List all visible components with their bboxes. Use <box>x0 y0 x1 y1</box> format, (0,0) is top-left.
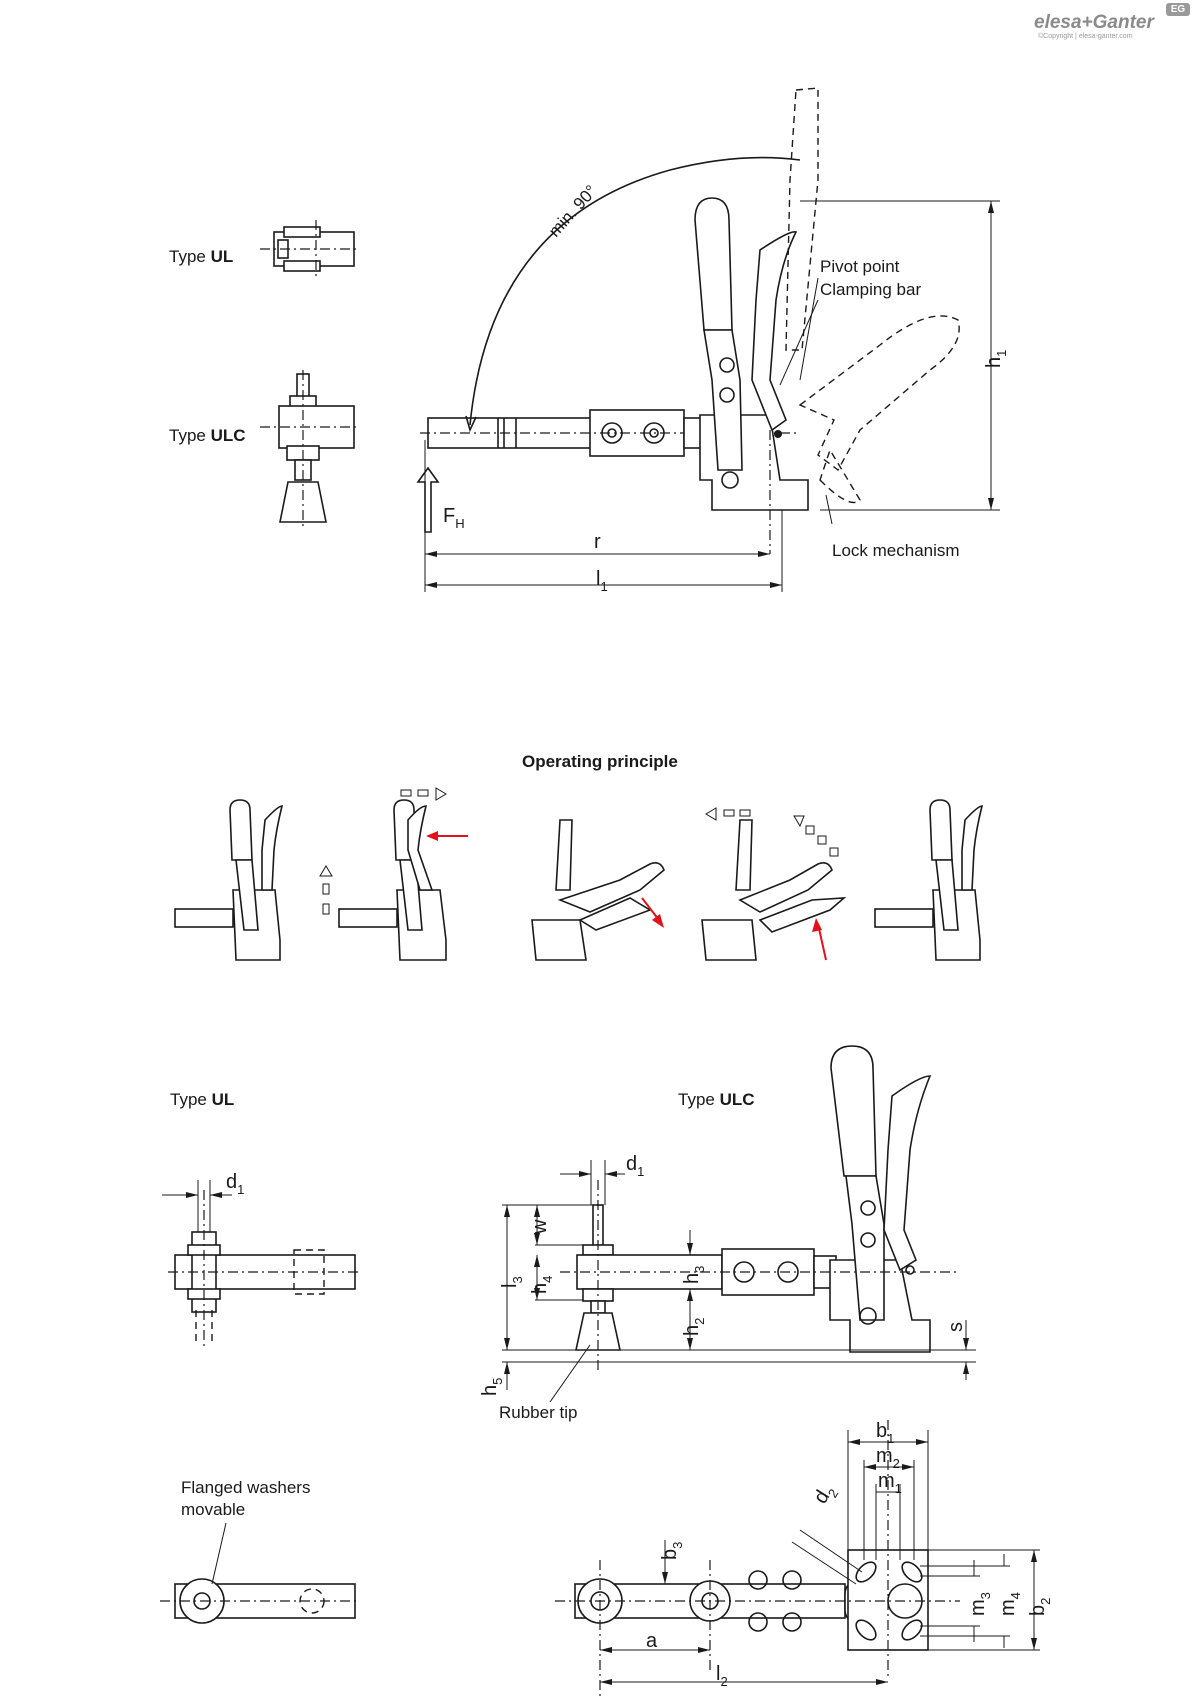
operating-principle-title: Operating principle <box>522 752 678 771</box>
op-step-4 <box>701 807 847 961</box>
w-dimension: w <box>529 1219 551 1235</box>
h1-dimension: h1 <box>983 350 1009 368</box>
ul-side-view <box>168 1190 360 1350</box>
ulc-d1-dimension: d1 <box>626 1153 644 1179</box>
m2-dimension: m2 <box>876 1445 900 1471</box>
force-arrow <box>416 466 440 533</box>
ul-top-view <box>160 1578 360 1624</box>
op-step-2 <box>319 787 468 961</box>
flanged-movable-label: movable <box>181 1500 245 1519</box>
pivot-point-label: Pivot point <box>820 257 900 276</box>
type-ulc-detail-view <box>260 370 360 530</box>
min-90-arc <box>469 156 801 426</box>
op-step-5 <box>874 799 984 961</box>
lock-mechanism-label: Lock mechanism <box>832 541 960 560</box>
op-step-3 <box>531 819 665 961</box>
fh-label: FH <box>443 505 465 531</box>
r-dimension: r <box>594 531 601 553</box>
h2-dimension: h2 <box>681 1318 707 1336</box>
rubber-tip-label: Rubber tip <box>499 1403 577 1422</box>
logo-text: elesa+Ganter <box>1034 12 1154 33</box>
clamping-bar-label: Clamping bar <box>820 280 921 299</box>
logo-copyright: ©Copyright | elesa-ganter.com <box>1038 33 1133 40</box>
ul-d1-dimension: d1 <box>226 1171 244 1197</box>
m4-dimension: m4 <box>997 1592 1023 1616</box>
l3-dimension: l3 <box>499 1276 525 1288</box>
b3-dimension: b3 <box>659 1542 685 1560</box>
h3-dimension: h3 <box>681 1266 707 1284</box>
flanged-washers-label: Flanged washers <box>181 1478 310 1497</box>
m1-dimension: m1 <box>878 1470 902 1496</box>
h5-dimension: h5 <box>479 1378 505 1396</box>
type-ul-label-bottom: Type UL <box>170 1090 234 1109</box>
eg-badge: EG <box>1166 3 1190 16</box>
type-ulc-label-bottom: Type ULC <box>678 1090 755 1109</box>
type-ul-detail-view <box>260 220 360 280</box>
angle-label: min. 90° <box>545 181 601 240</box>
op-step-1 <box>174 799 284 961</box>
type-ul-label-top: Type UL <box>169 247 233 266</box>
a-dimension: a <box>646 1630 658 1652</box>
h4-dimension: h4 <box>529 1276 555 1294</box>
type-ulc-label-top: Type ULC <box>169 426 246 445</box>
l2-dimension: l2 <box>716 1663 728 1689</box>
d2-dimension: d2 <box>810 1480 842 1509</box>
b2-dimension: b2 <box>1027 1598 1053 1616</box>
ulc-side-view <box>560 1045 960 1370</box>
b1-dimension: b1 <box>876 1420 894 1446</box>
main-clamp-side-view <box>420 87 960 511</box>
ulc-top-view <box>555 1420 960 1696</box>
m3-dimension: m3 <box>967 1592 993 1616</box>
s-dimension: s <box>945 1322 967 1332</box>
brand-logo: elesa+Ganter ©Copyright | elesa-ganter.c… <box>1034 12 1184 42</box>
l1-dimension: l1 <box>596 568 608 594</box>
operating-principle-steps <box>174 787 984 961</box>
